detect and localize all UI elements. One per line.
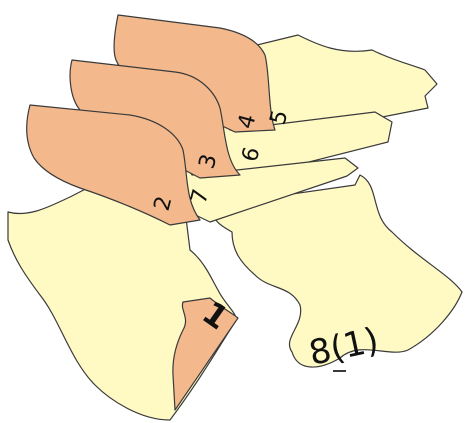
label-4: 4 xyxy=(234,112,262,132)
label-2: 2 xyxy=(150,194,178,214)
label-5: 5 xyxy=(266,108,294,128)
label-6: 6 xyxy=(238,145,266,165)
label-3: 3 xyxy=(195,152,223,172)
piece-1 xyxy=(172,297,239,411)
piece-2 xyxy=(26,104,201,226)
label-7: 7 xyxy=(187,187,215,207)
piece-8 xyxy=(213,174,463,368)
piece-5 xyxy=(244,34,438,141)
